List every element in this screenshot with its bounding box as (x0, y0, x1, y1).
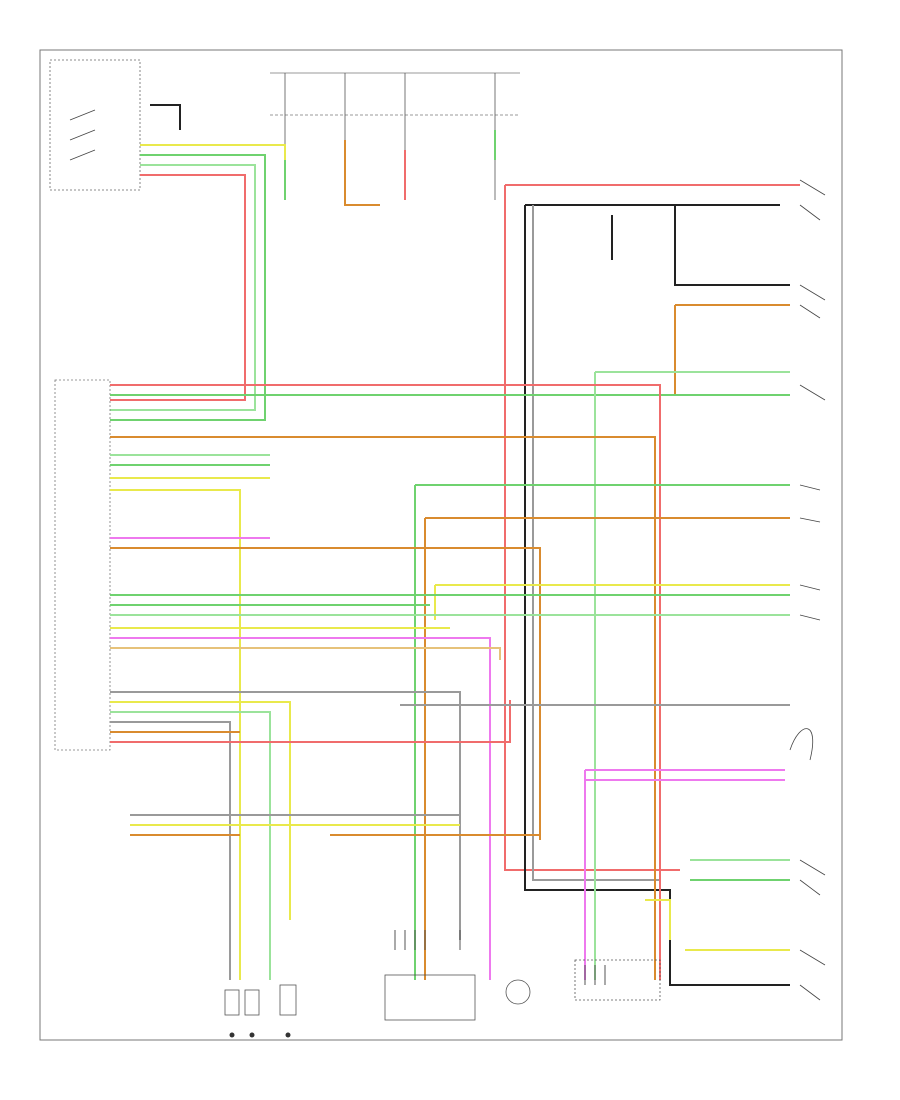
fuse-stub-orange (344, 140, 380, 206)
wire-ign-black (150, 104, 181, 130)
wire-yellow-ecm2 (110, 701, 291, 920)
wire-orange-sensor-drop (110, 305, 676, 396)
wire-orange-s6 (110, 547, 541, 840)
wire-gray-ecm4 (110, 721, 231, 980)
wire-ign-green (110, 154, 266, 421)
wire-gray-drop (532, 205, 660, 881)
instrument-cluster (574, 959, 661, 1001)
wire-yellow-brake-up (645, 899, 671, 940)
vehicle-speed-sensor (505, 979, 531, 1005)
shift-solenoids (224, 984, 297, 1016)
wire-red-ecm6 (110, 700, 511, 743)
switch-group-right (789, 179, 826, 1001)
wire-black-drop (524, 205, 790, 986)
ignition-switch-box (49, 59, 141, 191)
wire-ign-lightgreen (110, 164, 256, 411)
diagram-frame (39, 49, 843, 1041)
wire-lightgreen-ecm3 (110, 711, 271, 980)
wire-red-row (110, 384, 661, 980)
wire-ign-red (110, 174, 246, 401)
ground-points (229, 1032, 291, 1038)
wire-ign-yellow (140, 144, 286, 160)
wire-red-top-drop (504, 185, 680, 871)
engine-control-module (54, 379, 111, 751)
wire-orange-row (110, 436, 656, 980)
wire-gray-ecm1 (110, 691, 461, 940)
connector-ticks (394, 930, 606, 985)
throttle-position-sensor (384, 974, 476, 1021)
wire-black-right (674, 205, 790, 286)
wire-pink-r4 (110, 637, 491, 980)
ignition-switch-contacts (69, 109, 96, 161)
wire-orange-r5 (110, 647, 501, 660)
wire-yellow-s4 (110, 489, 241, 980)
